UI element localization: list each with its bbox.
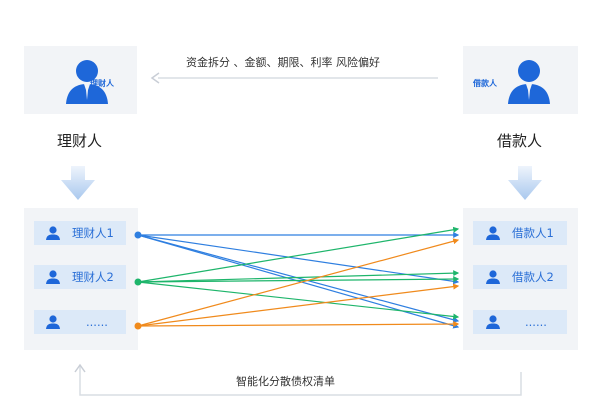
lender-item: ......	[34, 310, 126, 334]
lender-title: 理财人	[57, 132, 103, 150]
top-flow-arrow	[150, 72, 438, 84]
lender-item: 理财人1	[34, 221, 126, 245]
person-icon	[486, 315, 500, 329]
bottom-flow-note: 智能化分散债权清单	[236, 375, 335, 388]
lender-tag: 理财人	[90, 79, 114, 88]
person-icon	[486, 226, 500, 240]
borrower-item: 借款人2	[473, 265, 567, 289]
link-line	[137, 281, 460, 320]
borrower-avatar-box: 借款人	[463, 46, 578, 114]
link-line	[137, 276, 460, 283]
person-icon	[66, 60, 108, 104]
node-dot	[134, 322, 142, 330]
person-icon	[508, 60, 550, 104]
lender-item-label: ......	[86, 315, 108, 329]
link-line	[137, 283, 460, 327]
down-arrow-icon	[508, 166, 542, 200]
link-line	[137, 270, 460, 283]
borrower-item-label: 借款人2	[512, 270, 554, 284]
bottom-flow-arrow	[74, 363, 522, 396]
borrower-tag: 借款人	[473, 79, 497, 88]
borrower-title: 借款人	[497, 132, 543, 150]
person-icon	[46, 270, 60, 284]
link-line	[137, 226, 460, 283]
node-dot	[134, 278, 142, 286]
link-line	[137, 321, 460, 328]
borrower-item: ......	[473, 310, 567, 334]
borrower-panel: 借款人1 借款人2 ......	[463, 208, 578, 350]
lender-avatar-box: 理财人	[24, 46, 137, 114]
down-arrow-icon	[61, 166, 95, 200]
borrower-item-label: 借款人1	[512, 226, 554, 240]
node-dot	[134, 231, 142, 239]
person-icon	[46, 226, 60, 240]
lender-item-label: 理财人1	[72, 226, 114, 240]
person-icon	[486, 270, 500, 284]
link-line	[137, 238, 460, 327]
lender-item: 理财人2	[34, 265, 126, 289]
lender-panel: 理财人1 理财人2 ......	[24, 208, 138, 350]
lender-item-label: 理财人2	[72, 270, 114, 284]
borrower-item-label: ......	[525, 315, 547, 329]
person-icon	[46, 315, 60, 329]
borrower-item: 借款人1	[473, 221, 567, 245]
top-flow-note: 资金拆分 、金额、期限、利率 风险偏好	[186, 56, 380, 69]
